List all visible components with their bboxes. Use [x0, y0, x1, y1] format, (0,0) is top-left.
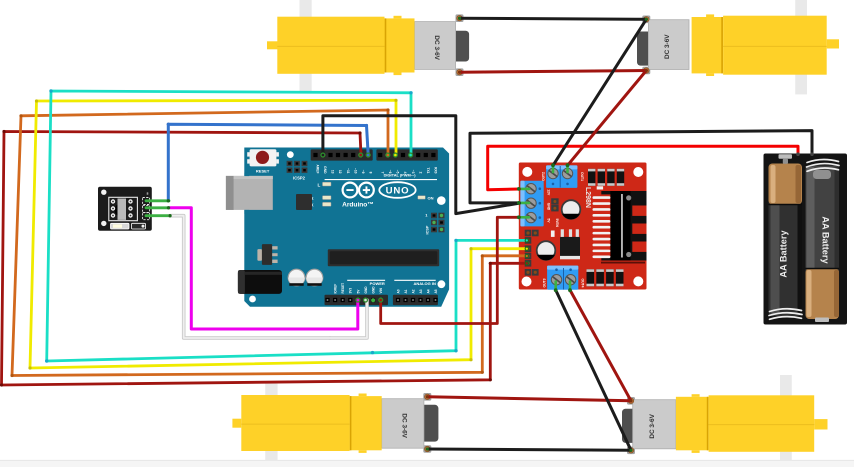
- svg-text:1: 1: [425, 213, 428, 218]
- svg-text:A0: A0: [396, 289, 400, 293]
- svg-text:~9: ~9: [361, 170, 365, 174]
- svg-text:RX0: RX0: [434, 167, 438, 174]
- svg-text:RESET: RESET: [256, 169, 270, 174]
- svg-text:VIN: VIN: [379, 287, 383, 293]
- svg-text:ICSP2: ICSP2: [293, 176, 306, 181]
- svg-text:GND: GND: [547, 203, 551, 211]
- svg-text:POWER: POWER: [370, 281, 385, 286]
- svg-text:5V: 5V: [356, 289, 360, 294]
- svg-text:AREF: AREF: [316, 165, 320, 174]
- svg-text:13: 13: [331, 170, 335, 174]
- svg-text:AA Battery: AA Battery: [821, 216, 831, 264]
- svg-text:DC 3-6V: DC 3-6V: [664, 34, 671, 59]
- svg-text:A1: A1: [404, 289, 408, 293]
- svg-text:~3: ~3: [411, 170, 415, 174]
- svg-text:5V: 5V: [547, 218, 551, 223]
- svg-text:DC 3-6V: DC 3-6V: [649, 413, 656, 438]
- svg-text:A5: A5: [434, 289, 438, 293]
- svg-text:UNO: UNO: [386, 185, 410, 196]
- svg-text:Arduino™: Arduino™: [342, 202, 374, 209]
- svg-text:4: 4: [403, 172, 407, 174]
- svg-text:5VEN: 5VEN: [555, 219, 559, 228]
- svg-text:AA Battery: AA Battery: [779, 230, 789, 278]
- svg-text:L298N: L298N: [584, 187, 591, 208]
- svg-text:ANALOG IN: ANALOG IN: [413, 281, 436, 286]
- svg-text:12: 12: [338, 170, 342, 174]
- svg-text:GND: GND: [372, 286, 376, 294]
- svg-text:GND: GND: [323, 166, 327, 174]
- svg-text:GND: GND: [364, 286, 368, 294]
- svg-text:DC +: DC +: [144, 231, 151, 235]
- svg-text:A2: A2: [411, 289, 415, 293]
- svg-text:~11: ~11: [346, 168, 350, 174]
- svg-text:3V3: 3V3: [349, 288, 353, 294]
- svg-text:A3: A3: [419, 289, 423, 293]
- svg-text:DIGITAL (PWM~-): DIGITAL (PWM~-): [384, 172, 417, 177]
- svg-text:TX1: TX1: [426, 167, 430, 173]
- svg-text:2: 2: [418, 172, 422, 174]
- svg-text:L: L: [317, 183, 320, 188]
- svg-text:~5: ~5: [396, 170, 400, 174]
- svg-text:~10: ~10: [353, 168, 357, 174]
- svg-text:OUT2: OUT2: [541, 172, 545, 181]
- svg-text:~6: ~6: [388, 170, 392, 174]
- svg-text:OUT1: OUT1: [580, 172, 584, 181]
- svg-text:IOREF: IOREF: [334, 284, 338, 294]
- svg-text:A4: A4: [426, 289, 430, 293]
- svg-text:OUT4: OUT4: [580, 278, 584, 287]
- svg-text:DC 3-6V: DC 3-6V: [433, 35, 440, 60]
- svg-text:ON: ON: [428, 196, 434, 201]
- svg-text:12V: 12V: [547, 189, 551, 196]
- svg-text:ICSP: ICSP: [426, 225, 430, 234]
- svg-text:DC 3-6V: DC 3-6V: [401, 413, 408, 438]
- svg-text:8: 8: [368, 172, 372, 174]
- svg-text:7: 7: [380, 172, 384, 174]
- svg-text:s: s: [147, 192, 149, 196]
- svg-text:OUT3: OUT3: [542, 278, 546, 287]
- svg-text:RESET: RESET: [341, 283, 345, 294]
